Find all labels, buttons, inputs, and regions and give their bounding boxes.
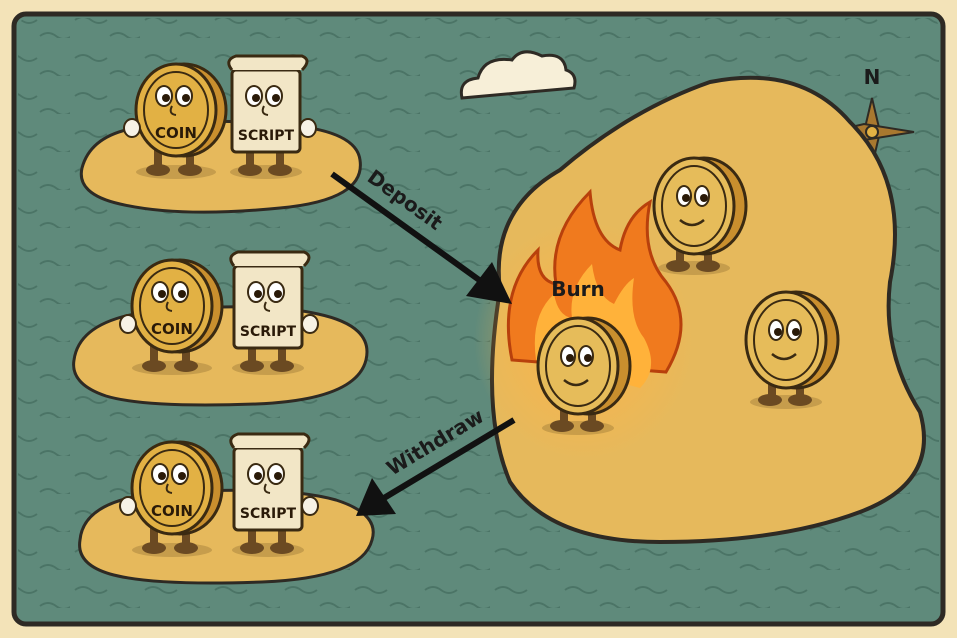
compass-north-label: N	[864, 65, 881, 89]
script-character-middle: SCRIPT	[229, 250, 320, 377]
burning-coin	[474, 188, 694, 460]
cloud-icon	[459, 50, 577, 100]
coin-character-bottom: COIN	[118, 440, 224, 559]
coin-label-bottom: COIN	[151, 502, 193, 520]
script-label-middle: SCRIPT	[240, 324, 297, 340]
script-label-top: SCRIPT	[238, 128, 295, 144]
script-label-bottom: SCRIPT	[240, 506, 297, 522]
script-character-top: SCRIPT	[227, 54, 318, 181]
withdraw-arrow	[356, 417, 516, 516]
coin-character-middle: COIN	[118, 258, 224, 377]
coin-label-middle: COIN	[151, 320, 193, 338]
burn-label: Burn	[551, 277, 605, 301]
coin-character-top: COIN	[122, 62, 228, 181]
deposit-arrow	[330, 171, 512, 304]
script-character-bottom: SCRIPT	[229, 432, 320, 559]
coin-label-top: COIN	[155, 124, 197, 142]
